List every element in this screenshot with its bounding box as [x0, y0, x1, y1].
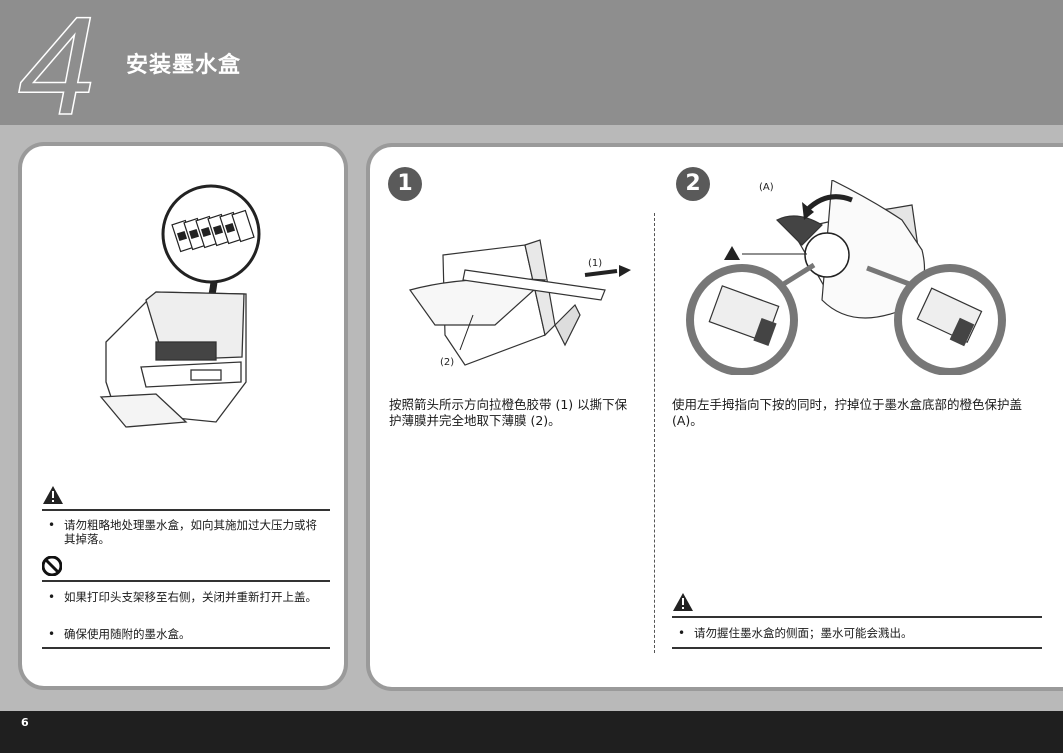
- label-tape-1: (1): [588, 258, 603, 269]
- ink-tank-tape-illustration: [409, 239, 631, 366]
- warning-triangle-icon: [673, 593, 693, 611]
- step-divider: [654, 213, 655, 653]
- caution-divider: [42, 509, 330, 511]
- page-title: 安装墨水盒: [126, 53, 242, 78]
- warning-triangle-icon: [43, 486, 63, 504]
- caution-text: 请勿粗略地处理墨水盒，如向其施加过大压力或将其掉落。: [64, 518, 317, 546]
- step-2-instruction: 使用左手拇指向下按的同时，拧掉位于墨水盒底部的橙色保护盖 (A)。: [672, 397, 1023, 428]
- header-bar: [0, 0, 1063, 125]
- section-step-number: 4: [17, 0, 96, 144]
- step-2-caution-divider: [672, 616, 1042, 618]
- step-1-badge: 1: [388, 167, 422, 201]
- prohibited-text: 确保使用随附的墨水盒。: [64, 627, 191, 641]
- step-2-badge: 2: [676, 167, 710, 201]
- prohibited-icon: [42, 556, 62, 576]
- remove-cap-illustration: [686, 180, 1006, 375]
- label-film-2: (2): [440, 357, 455, 368]
- prohibited-text: 如果打印头支架移至右侧，关闭并重新打开上盖。: [64, 590, 317, 604]
- label-cap-a: (A): [759, 182, 774, 193]
- right-panel: [370, 147, 1063, 687]
- printer-illustration: [99, 184, 261, 428]
- step-2-bottom-divider: [672, 647, 1042, 649]
- step-1-instruction: 按照箭头所示方向拉橙色胶带 (1) 以撕下保护薄膜并完全地取下薄膜 (2)。: [389, 397, 628, 428]
- footer-bar: [0, 711, 1063, 753]
- page-number: 6: [21, 716, 29, 729]
- left-bottom-divider: [42, 647, 330, 649]
- prohibited-divider: [42, 580, 330, 582]
- step-2-caution-text: 请勿握住墨水盒的侧面；墨水可能会溅出。: [694, 626, 913, 640]
